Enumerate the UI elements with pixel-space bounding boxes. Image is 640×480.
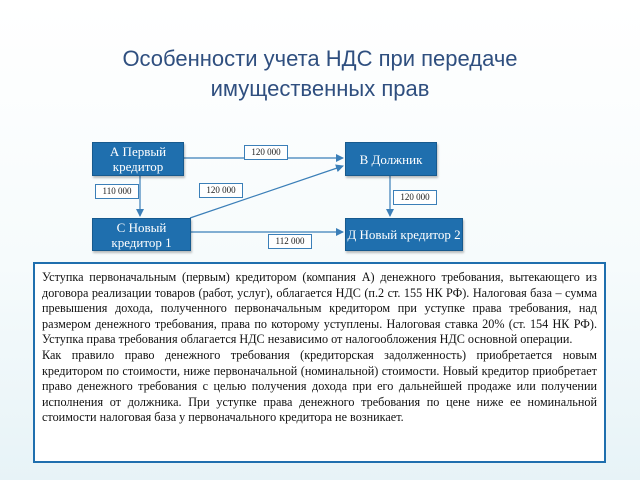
page-title: Особенности учета НДС при передаче имуще… [122,46,518,101]
paragraph-vat-on-assignment: Уступка первоначальным (первым) кредитор… [42,270,597,347]
edge-label-c-b: 120 000 [199,183,243,198]
arrow-c-to-b [189,164,344,219]
edge-label-a-c: 110 000 [95,184,139,199]
paragraph-discount-assignment: Как правило право денежного требования (… [42,347,597,425]
edge-label-a-b: 120 000 [244,145,288,160]
node-new-creditor-2: Д Новый кредитор 2 [345,218,463,251]
explanation-text: Уступка первоначальным (первым) кредитор… [33,262,606,463]
edge-label-b-d: 120 000 [393,190,437,205]
node-debtor: В Должник [345,142,437,176]
node-new-creditor-1: С Новый кредитор 1 [92,218,191,251]
edge-label-c-d: 112 000 [268,234,312,249]
node-first-creditor: А Первый кредитор [92,142,184,176]
